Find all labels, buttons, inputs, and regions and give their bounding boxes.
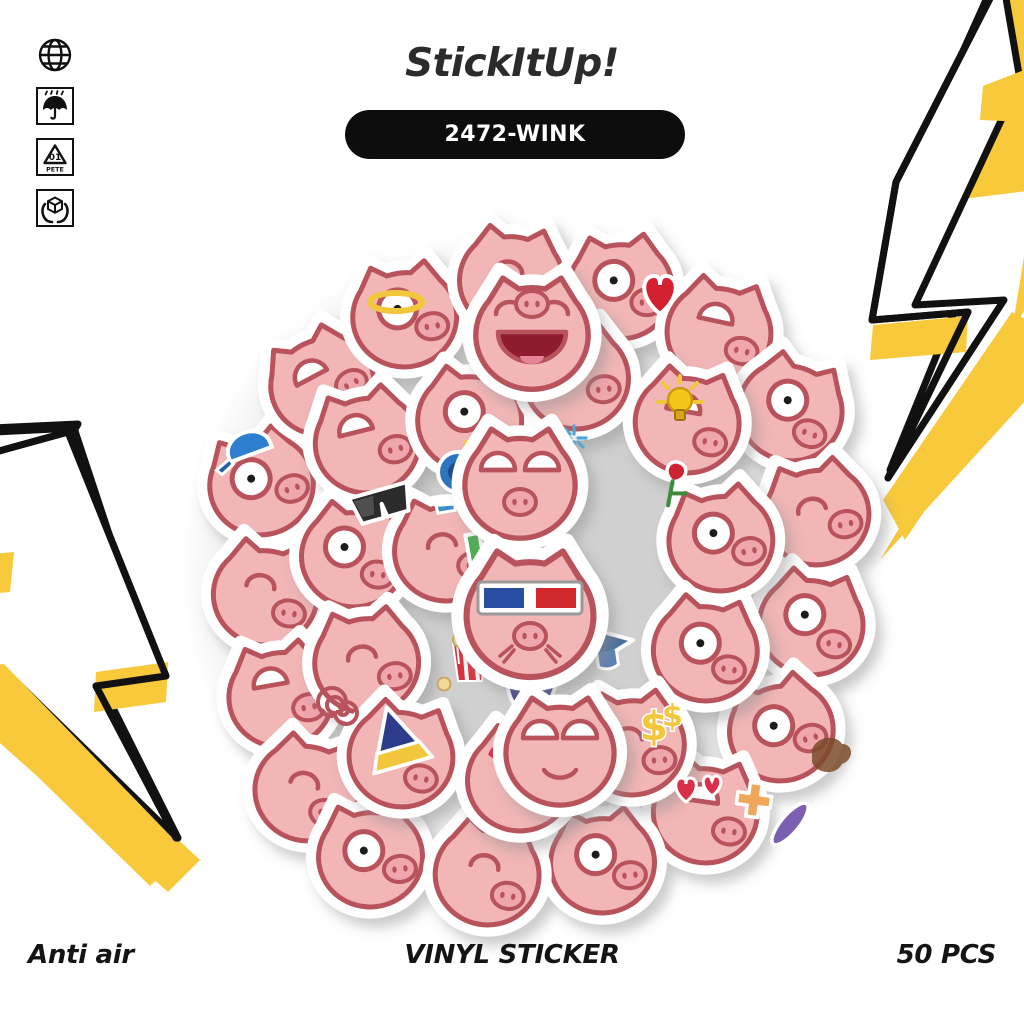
globe-icon xyxy=(34,34,76,76)
packaging-icon-column: 01 PETE xyxy=(34,34,76,229)
pig-sleepy xyxy=(459,421,582,544)
footer-captions: Anti air VINYL STICKER 50 PCS xyxy=(0,940,1024,1000)
recycle-material-text: PETE xyxy=(46,166,64,174)
product-code-badge: 2472-WINK xyxy=(345,110,685,159)
svg-text:$: $ xyxy=(640,704,668,750)
recycle-code-text: 01 xyxy=(49,153,62,163)
hearts-prop xyxy=(674,774,723,804)
sunglasses-prop xyxy=(346,480,411,526)
heart-balloon-prop xyxy=(642,273,678,317)
rose-prop xyxy=(665,460,688,508)
caption-anti-air: Anti air xyxy=(28,940,134,970)
sticker-layer-center xyxy=(459,270,621,811)
lightbulb-prop xyxy=(656,374,704,421)
recycle-pete-icon: 01 PETE xyxy=(34,136,76,178)
mud-splat-prop xyxy=(812,737,851,773)
keep-dry-umbrella-icon xyxy=(34,85,76,127)
pig-3d-glasses xyxy=(459,542,601,684)
handle-with-care-icon xyxy=(34,187,76,229)
bandage-cross-prop xyxy=(734,780,774,820)
blue-cap-prop xyxy=(213,429,275,477)
product-code-text: 2472-WINK xyxy=(444,122,586,147)
sticker-pile-image: $ $ xyxy=(140,180,900,930)
caption-quantity: 50 PCS xyxy=(896,940,997,970)
pig-laughing xyxy=(469,270,594,395)
dollar-signs-prop: $ $ xyxy=(639,698,685,752)
brand-title: StickItUp! xyxy=(0,44,1024,83)
brand-name-text: StickItUp xyxy=(405,41,602,86)
brand-bolt-exclamation: ! xyxy=(601,41,620,86)
pig-smirk xyxy=(500,690,621,811)
wizard-hat-prop xyxy=(372,705,436,776)
svg-text:$: $ xyxy=(662,699,683,734)
spiral-prop xyxy=(316,686,359,726)
caption-material: VINYL STICKER xyxy=(404,940,620,970)
bolt-top-right-yellow xyxy=(880,0,1024,560)
halo-prop xyxy=(367,290,425,314)
